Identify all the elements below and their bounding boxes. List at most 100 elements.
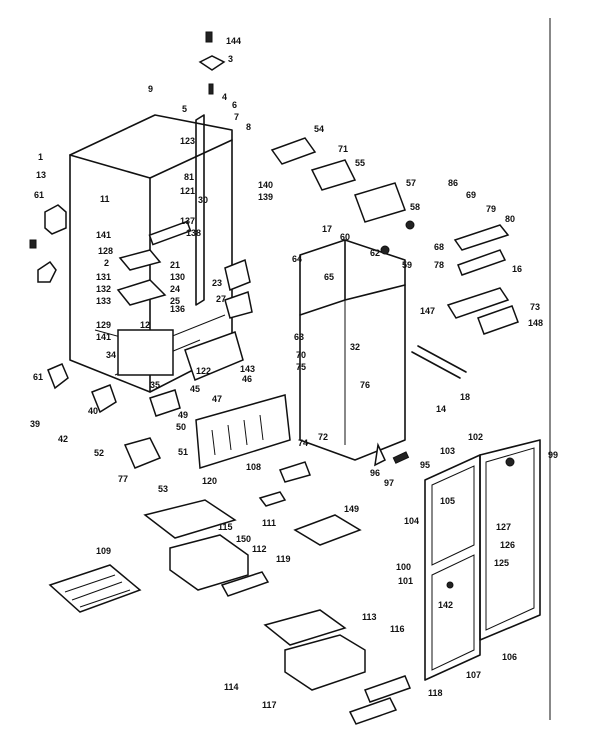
callout-label: 122 bbox=[196, 366, 211, 376]
callout-label: 75 bbox=[296, 362, 306, 372]
callout-label: 120 bbox=[202, 476, 217, 486]
callout-label: 142 bbox=[438, 600, 453, 610]
callout-label: 141 bbox=[96, 230, 111, 240]
callout-label: 77 bbox=[118, 474, 128, 484]
callout-label: 71 bbox=[338, 144, 348, 154]
callout-label: 136 bbox=[170, 304, 185, 314]
refrigerator-cabinet bbox=[69, 114, 233, 393]
callout-label: 16 bbox=[512, 264, 522, 274]
callout-label: 25 bbox=[170, 296, 180, 306]
callout-label: 78 bbox=[434, 260, 444, 270]
callout-label: 139 bbox=[258, 192, 273, 202]
callout-label: 18 bbox=[460, 392, 470, 402]
shelf-and-pans bbox=[48, 491, 362, 613]
callout-label: 128 bbox=[98, 246, 113, 256]
callout-label: 49 bbox=[178, 410, 188, 420]
callout-label: 63 bbox=[294, 332, 304, 342]
callout-label: 127 bbox=[496, 522, 511, 532]
callout-label: 12 bbox=[140, 320, 150, 330]
air-duct-parts bbox=[270, 137, 415, 255]
upper-right-hinge-parts bbox=[411, 224, 519, 379]
callout-label: 121 bbox=[180, 186, 195, 196]
callout-labels: 144 3 9 4 5 6 7 8 123 81 121 1 13 11 30 … bbox=[30, 36, 558, 710]
callout-label: 62 bbox=[370, 248, 380, 258]
callout-label: 52 bbox=[94, 448, 104, 458]
callout-label: 68 bbox=[434, 242, 444, 252]
front-grille bbox=[195, 394, 291, 469]
callout-label: 45 bbox=[190, 384, 200, 394]
callout-label: 95 bbox=[420, 460, 430, 470]
callout-label: 114 bbox=[224, 682, 239, 692]
callout-label: 133 bbox=[96, 296, 111, 306]
callout-label: 137 bbox=[180, 216, 195, 226]
callout-label: 108 bbox=[246, 462, 261, 472]
callout-label: 130 bbox=[170, 272, 185, 282]
callout-label: 70 bbox=[296, 350, 306, 360]
callout-label: 8 bbox=[246, 122, 251, 132]
callout-label: 24 bbox=[170, 284, 180, 294]
callout-label: 138 bbox=[186, 228, 201, 238]
callout-label: 74 bbox=[298, 438, 308, 448]
callout-label: 27 bbox=[216, 294, 226, 304]
freezer-liner bbox=[299, 239, 406, 461]
callout-label: 96 bbox=[370, 468, 380, 478]
callout-label: 5 bbox=[182, 104, 187, 114]
top-hinge-part bbox=[198, 31, 226, 95]
callout-label: 60 bbox=[340, 232, 350, 242]
callout-label: 86 bbox=[448, 178, 458, 188]
callout-label: 143 bbox=[240, 364, 255, 374]
callout-label: 50 bbox=[176, 422, 186, 432]
callout-label: 2 bbox=[104, 258, 109, 268]
callout-label: 117 bbox=[262, 700, 277, 710]
callout-label: 46 bbox=[242, 374, 252, 384]
callout-label: 11 bbox=[100, 194, 110, 204]
callout-label: 118 bbox=[428, 688, 443, 698]
callout-label: 140 bbox=[258, 180, 273, 190]
callout-label: 6 bbox=[232, 100, 237, 110]
callout-label: 40 bbox=[88, 406, 98, 416]
callout-label: 80 bbox=[505, 214, 515, 224]
callout-label: 61 bbox=[34, 190, 44, 200]
callout-label: 32 bbox=[350, 342, 360, 352]
callout-label: 132 bbox=[96, 284, 111, 294]
callout-label: 131 bbox=[96, 272, 111, 282]
callout-label: 51 bbox=[178, 447, 188, 457]
callout-label: 42 bbox=[58, 434, 68, 444]
callout-label: 97 bbox=[384, 478, 394, 488]
callout-label: 58 bbox=[410, 202, 420, 212]
callout-label: 14 bbox=[436, 404, 446, 414]
callout-label: 107 bbox=[466, 670, 481, 680]
callout-label: 54 bbox=[314, 124, 324, 134]
callout-label: 106 bbox=[502, 652, 517, 662]
door-assembly bbox=[424, 439, 541, 681]
callout-label: 64 bbox=[292, 254, 302, 264]
callout-label: 144 bbox=[226, 36, 241, 46]
callout-label: 149 bbox=[344, 504, 359, 514]
callout-label: 105 bbox=[440, 496, 455, 506]
callout-label: 30 bbox=[198, 195, 208, 205]
callout-label: 102 bbox=[468, 432, 483, 442]
left-hinge-parts bbox=[29, 204, 67, 283]
callout-label: 17 bbox=[322, 224, 332, 234]
callout-label: 53 bbox=[158, 484, 168, 494]
callout-label: 113 bbox=[362, 612, 377, 622]
callout-label: 3 bbox=[228, 54, 233, 64]
callout-label: 73 bbox=[530, 302, 540, 312]
callout-label: 99 bbox=[548, 450, 558, 460]
callout-label: 150 bbox=[236, 534, 251, 544]
callout-label: 23 bbox=[212, 278, 222, 288]
callout-label: 141 bbox=[96, 332, 111, 342]
callout-label: 4 bbox=[222, 92, 227, 102]
callout-label: 104 bbox=[404, 516, 419, 526]
callout-label: 115 bbox=[218, 522, 233, 532]
callout-label: 9 bbox=[148, 84, 153, 94]
callout-label: 55 bbox=[355, 158, 365, 168]
callout-label: 79 bbox=[486, 204, 496, 214]
callout-label: 47 bbox=[212, 394, 222, 404]
callout-label: 35 bbox=[150, 380, 160, 390]
callout-label: 61 bbox=[33, 372, 43, 382]
crisper-pans bbox=[263, 609, 411, 725]
callout-label: 72 bbox=[318, 432, 328, 442]
callout-label: 100 bbox=[396, 562, 411, 572]
